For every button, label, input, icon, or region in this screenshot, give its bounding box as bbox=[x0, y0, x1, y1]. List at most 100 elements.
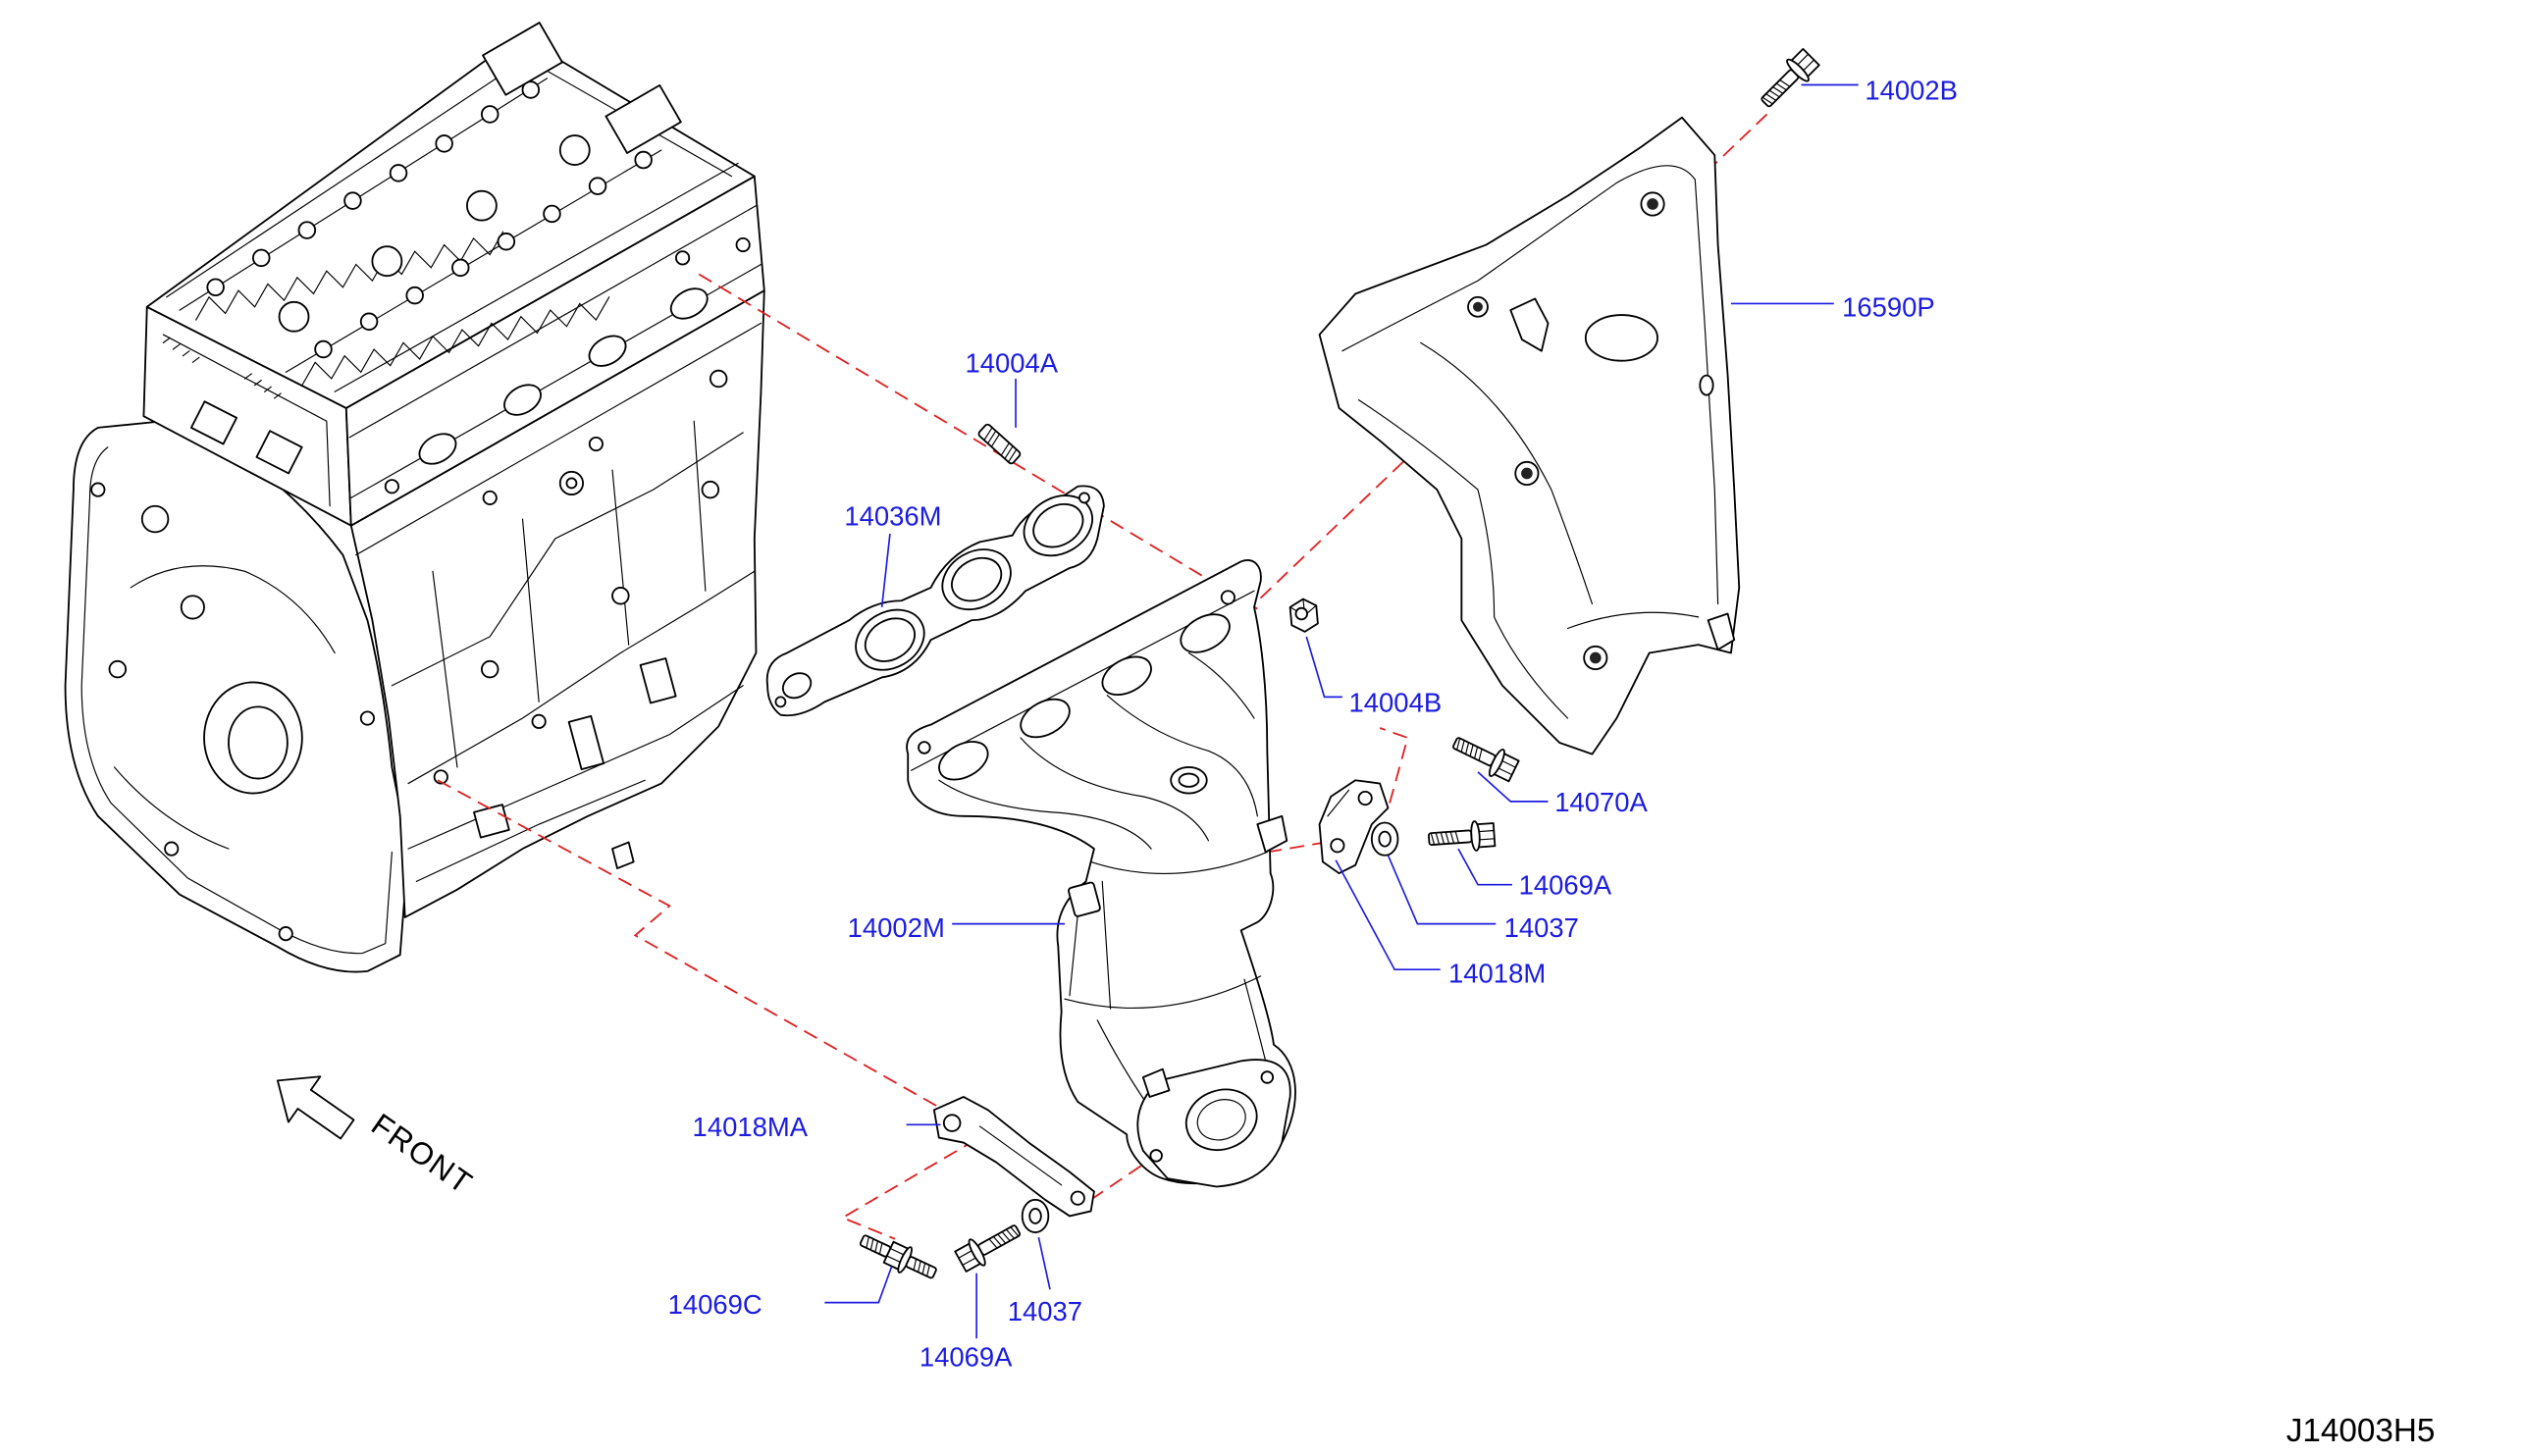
rocker-zigzag bbox=[195, 231, 504, 321]
head-stud bbox=[735, 236, 751, 253]
rear-plate-rib bbox=[113, 766, 230, 850]
engine-assembly bbox=[64, 22, 765, 973]
catalyst-cone bbox=[1243, 978, 1267, 1062]
cam-cap-bolt bbox=[480, 105, 499, 124]
rear-plate-hole bbox=[108, 659, 128, 679]
spark-plug-well bbox=[278, 300, 310, 333]
rear-plate-hole bbox=[164, 841, 180, 857]
head-top-rail bbox=[334, 162, 739, 392]
bolt-14070a[interactable] bbox=[1447, 728, 1522, 786]
bolt-14069a-upper[interactable] bbox=[1427, 818, 1497, 856]
block-bolt bbox=[701, 480, 720, 499]
heat-shield-bolt-hole bbox=[1699, 374, 1714, 396]
head-stud bbox=[384, 479, 399, 494]
callout-14070a[interactable]: 14070A bbox=[1554, 787, 1648, 817]
cam-cap-bolt bbox=[359, 312, 379, 331]
exhaust-manifold-gasket[interactable] bbox=[765, 484, 1105, 717]
gasket-bolt-hole bbox=[1078, 492, 1090, 504]
block-stud bbox=[565, 477, 578, 490]
catalyst-shell bbox=[1064, 975, 1262, 1009]
heat-shield-dimple bbox=[1584, 314, 1658, 362]
catalyst-bracket-boss bbox=[1068, 881, 1101, 917]
bracket-hole bbox=[1070, 1190, 1085, 1206]
assembly-line bbox=[437, 779, 945, 1112]
spark-plug-wells bbox=[278, 134, 591, 333]
rear-plate-hole bbox=[140, 504, 170, 534]
cam-cap-bolt bbox=[206, 278, 225, 297]
cam-cap-bolt bbox=[634, 150, 653, 170]
bracket-hole bbox=[942, 1114, 962, 1132]
manifold-stud-hole bbox=[918, 741, 931, 754]
washer-lower[interactable] bbox=[1021, 1198, 1050, 1233]
rear-plate-hole bbox=[90, 482, 106, 497]
block-deck-line bbox=[355, 322, 762, 556]
cam-cap-bolt bbox=[521, 80, 541, 99]
leader-line bbox=[1037, 1236, 1051, 1290]
rear-main-seal-inner bbox=[228, 705, 289, 780]
heat-shield-contour bbox=[1357, 399, 1569, 719]
heat-shield-contour bbox=[1420, 341, 1594, 605]
heat-shield-clip bbox=[1707, 612, 1736, 651]
cam-cap-bolt bbox=[435, 134, 453, 153]
block-rib bbox=[611, 469, 630, 646]
oil-drain-plug bbox=[611, 841, 635, 869]
assembly-line bbox=[840, 1138, 977, 1240]
leader-line bbox=[824, 1266, 893, 1304]
callout-14004a[interactable]: 14004A bbox=[965, 347, 1058, 378]
leader-lines bbox=[824, 83, 1859, 1339]
callout-14018m[interactable]: 14018M bbox=[1448, 959, 1546, 989]
callout-14002m[interactable]: 14002M bbox=[848, 912, 945, 943]
callout-14036m[interactable]: 14036M bbox=[844, 501, 941, 532]
leader-line bbox=[1387, 855, 1497, 925]
cam-cap-bolt bbox=[543, 204, 561, 224]
heat-shield-bolt[interactable] bbox=[1754, 45, 1823, 115]
heat-shield-bolt-hole bbox=[1589, 651, 1602, 664]
catalyst-shell bbox=[1101, 880, 1112, 1010]
callout-16590p[interactable]: 16590P bbox=[1842, 292, 1935, 323]
callout-14069a-upper[interactable]: 14069A bbox=[1519, 870, 1612, 901]
bracket-edge bbox=[1327, 789, 1350, 817]
assembly-line bbox=[698, 273, 1258, 610]
o2-sensor-boss-inner bbox=[1178, 772, 1200, 788]
gasket-port bbox=[781, 672, 813, 700]
rear-plate-hole bbox=[180, 595, 205, 620]
washer-upper[interactable] bbox=[1370, 821, 1399, 857]
assembly-line bbox=[1267, 841, 1327, 854]
bracket-upper[interactable] bbox=[1318, 779, 1390, 874]
head-exhaust-port bbox=[669, 287, 709, 320]
bracket-lower[interactable] bbox=[932, 1096, 1095, 1218]
callout-14018ma[interactable]: 14018MA bbox=[693, 1112, 809, 1142]
leader-line bbox=[1477, 771, 1549, 803]
callout-14069a-lower[interactable]: 14069A bbox=[920, 1342, 1013, 1373]
block-bolt bbox=[611, 587, 630, 605]
callout-14037-lower[interactable]: 14037 bbox=[1008, 1296, 1082, 1326]
cam-cap-bolt bbox=[588, 177, 607, 195]
callout-14004b[interactable]: 14004B bbox=[1349, 687, 1443, 717]
head-rear-port bbox=[255, 430, 303, 475]
heat-shield[interactable] bbox=[1318, 116, 1741, 755]
manifold-port bbox=[1180, 613, 1231, 653]
exhaust-manifold-nut[interactable] bbox=[1288, 598, 1319, 633]
block-rib bbox=[391, 432, 744, 687]
bolt-14069a-lower[interactable] bbox=[952, 1216, 1026, 1275]
exhaust-manifold-stud[interactable] bbox=[977, 423, 1022, 465]
bracket-edge bbox=[978, 1125, 1063, 1186]
manifold-runner bbox=[938, 779, 1152, 850]
leader-line bbox=[1457, 848, 1512, 886]
callout-14002b[interactable]: 14002B bbox=[1865, 75, 1958, 105]
block-bolt bbox=[482, 490, 498, 505]
front-arrow-icon bbox=[276, 1075, 355, 1140]
cam-cap-bolt bbox=[314, 339, 333, 359]
bolt-14069c[interactable] bbox=[855, 1225, 942, 1287]
cam-cap-bolt bbox=[297, 221, 317, 239]
exhaust-manifold-catalyst[interactable] bbox=[906, 559, 1296, 1188]
block-rib bbox=[693, 420, 707, 592]
head-exhaust-face-line bbox=[348, 205, 758, 439]
spark-plug-well bbox=[558, 134, 591, 166]
head-rear-detail bbox=[162, 334, 331, 507]
callout-14037-upper[interactable]: 14037 bbox=[1504, 912, 1579, 943]
rear-plate-rib bbox=[130, 565, 336, 654]
gasket-port bbox=[1032, 502, 1084, 548]
callout-14069c[interactable]: 14069C bbox=[668, 1289, 762, 1320]
manifold-port bbox=[1101, 655, 1152, 696]
